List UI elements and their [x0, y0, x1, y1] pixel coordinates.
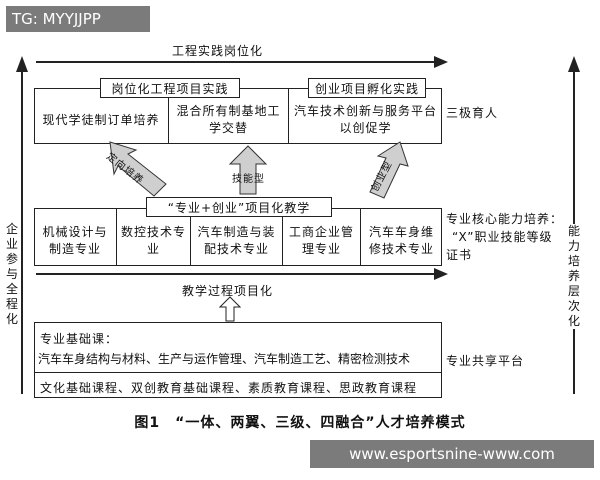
top-header-left: 岗位化工程项目实践	[100, 78, 240, 98]
mid-divider-3	[282, 208, 283, 266]
left-vertical-label: 企业参与全程化	[5, 222, 19, 327]
watermark-tag: TG: MYYJJPP	[6, 6, 150, 32]
top-divider-1	[168, 88, 169, 144]
top-cell-2: 混合所有制基地工学交替	[176, 104, 281, 135]
small-up-arrow	[219, 296, 241, 322]
bottom-side-label: 专业共享平台	[446, 354, 525, 368]
left-gray-arrow	[109, 141, 167, 197]
top-header-right: 创业项目孵化实践	[308, 78, 426, 98]
top-cell-3: 汽车技术创新与服务平台以创促学	[293, 104, 437, 135]
watermark-url: www.esportsnine-www.com	[310, 440, 594, 468]
top-cell-1: 现代学徒制订单培养	[42, 112, 160, 127]
bottom-line-1: 汽车车身结构与材料、生产与运作管理、汽车制造工艺、精密检测技术	[38, 352, 411, 366]
bottom-horizontal-arrow	[36, 268, 448, 280]
mid-cell-3: 汽车制造与装配技术专业	[197, 225, 276, 256]
top-horizontal-arrow	[36, 56, 448, 68]
middle-header: “专业+创业”项目化教学	[146, 197, 332, 217]
middle-gray-arrow	[228, 145, 268, 195]
top-divider-2	[288, 88, 289, 144]
middle-side-label-1: 专业核心能力培养：	[446, 212, 564, 226]
mid-cell-2: 数控技术专业	[120, 225, 186, 256]
bottom-section-divider	[34, 372, 442, 373]
mid-cell-1: 机械设计与制造专业	[42, 225, 108, 256]
top-arrow-label: 工程实践岗位化	[172, 44, 264, 58]
middle-side-label-2: “X”职业技能等级	[452, 230, 553, 244]
bottom-arrow-label: 教学过程项目化	[182, 284, 274, 298]
mid-divider-2	[190, 208, 191, 266]
mid-cell-5: 汽车车身维修技术专业	[368, 225, 434, 256]
middle-side-label-3: 证书	[446, 248, 473, 262]
middle-arrow-label: 技能型	[232, 174, 265, 185]
figure-caption: 图1 “一体、两翼、三级、四融合”人才培养模式	[134, 415, 466, 431]
mid-divider-1	[116, 208, 117, 266]
right-vertical-label: 能力培养层次化	[567, 224, 581, 329]
mid-divider-4	[360, 208, 361, 266]
left-vertical-arrow	[16, 56, 28, 394]
bottom-line-2: 文化基础课程、双创教育基础课程、素质教育课程、思政教育课程	[40, 381, 418, 395]
middle-section-box	[34, 208, 442, 266]
bottom-title: 专业基础课：	[40, 332, 119, 346]
right-gray-arrow	[369, 141, 409, 199]
top-side-label: 三极育人	[446, 106, 499, 120]
mid-cell-4: 工商企业管理专业	[288, 225, 354, 256]
bottom-section-box	[34, 322, 442, 398]
